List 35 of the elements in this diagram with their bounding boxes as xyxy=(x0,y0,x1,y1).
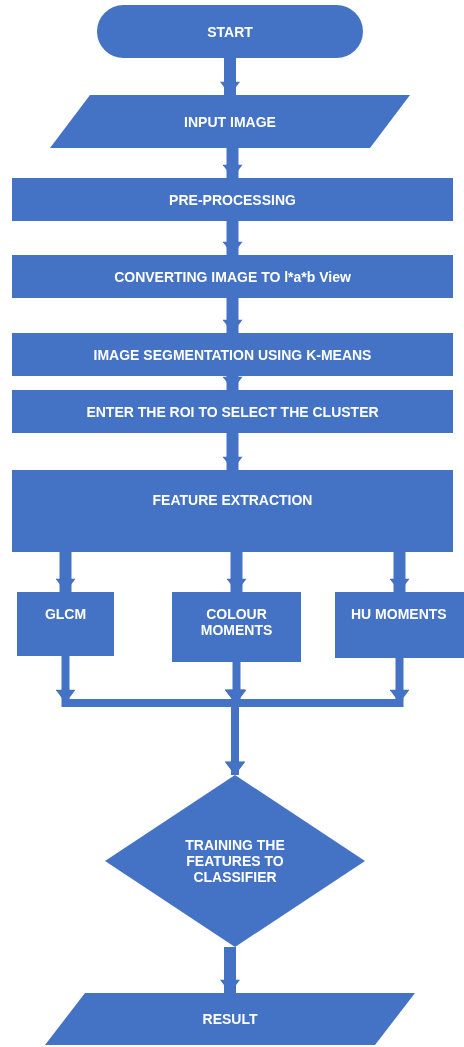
process-box xyxy=(172,592,301,662)
process-box xyxy=(12,470,453,552)
decision-diamond xyxy=(105,775,365,947)
block-arrow xyxy=(222,376,243,390)
block-arrow xyxy=(226,552,247,592)
block-arrow xyxy=(222,433,243,470)
process-box xyxy=(12,333,453,376)
node-label: COLOUR MOMENTS xyxy=(199,606,274,638)
node-label: CONVERTING IMAGE TO l*a*b View xyxy=(114,268,351,285)
node-label: IMAGE SEGMENTATION USING K-MEANS xyxy=(93,346,372,363)
input-parallelogram xyxy=(50,95,410,148)
node-label: PRE-PROCESSING xyxy=(169,191,296,208)
block-arrow xyxy=(225,656,410,777)
process-box xyxy=(335,592,464,658)
output-parallelogram xyxy=(45,993,415,1045)
start-terminal xyxy=(97,5,363,58)
block-arrow xyxy=(389,552,410,592)
node-label: TRAINING THE FEATURES TO CLASSIFIER xyxy=(184,837,286,885)
block-arrow xyxy=(222,148,243,178)
node-label: INPUT IMAGE xyxy=(184,113,276,130)
block-arrow xyxy=(55,552,76,592)
block-arrow xyxy=(220,58,240,95)
block-arrow xyxy=(222,221,243,255)
node-label: FEATURE EXTRACTION xyxy=(152,492,313,508)
node-label: GLCM xyxy=(44,606,87,622)
node-label: HU MOMENTS xyxy=(351,606,447,622)
node-label: RESULT xyxy=(202,1011,258,1027)
block-arrow xyxy=(220,947,240,993)
node-label: START xyxy=(207,23,253,40)
process-box xyxy=(12,255,453,298)
node-label: ENTER THE ROI TO SELECT THE CLUSTER xyxy=(86,403,379,420)
process-box xyxy=(12,178,453,221)
process-box xyxy=(17,592,114,656)
block-arrow xyxy=(222,298,243,333)
process-box xyxy=(12,390,453,433)
